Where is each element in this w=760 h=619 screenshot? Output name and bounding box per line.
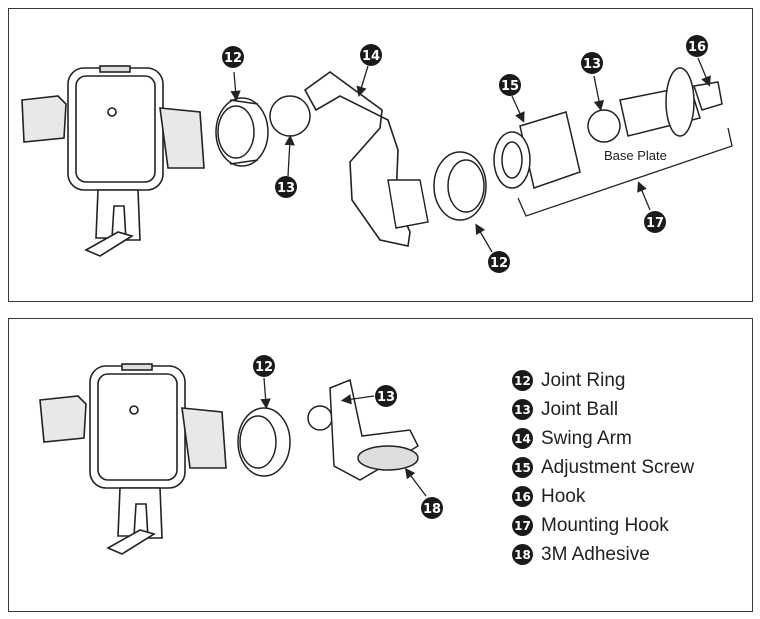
- legend-label: 3M Adhesive: [541, 543, 650, 565]
- svg-text:13: 13: [377, 390, 395, 405]
- legend-label: Swing Arm: [541, 427, 632, 449]
- legend-number: 16: [512, 486, 533, 507]
- svg-text:12: 12: [255, 360, 273, 375]
- legend-item: 13 Joint Ball: [512, 395, 694, 424]
- callout-13-bottom: 13: [375, 385, 397, 407]
- callout-12-top: 12: [222, 46, 244, 68]
- svg-text:12: 12: [490, 256, 508, 271]
- arrow-15: [511, 95, 525, 123]
- legend-item: 17 Mounting Hook: [512, 511, 694, 540]
- joint-ball-top-right: [587, 109, 621, 143]
- svg-text:14: 14: [362, 49, 380, 64]
- swing-arm-thread: [387, 179, 429, 229]
- callout-13-top: 13: [275, 176, 297, 198]
- callout-15: 15: [499, 74, 521, 96]
- legend-number: 15: [512, 457, 533, 478]
- callout-17: 17: [644, 211, 666, 233]
- legend-item: 16 Hook: [512, 482, 694, 511]
- phone-holder-top: [21, 65, 205, 257]
- legend-label: Mounting Hook: [541, 514, 669, 536]
- legend-label: Adjustment Screw: [541, 456, 695, 478]
- legend-number: 13: [512, 399, 533, 420]
- callout-12-bottom: 12: [253, 355, 275, 377]
- swing-arm: [303, 71, 411, 247]
- joint-ball-bottom: [307, 405, 333, 431]
- arrow-12b: [475, 223, 493, 253]
- legend-label: Joint Ring: [541, 369, 626, 391]
- svg-text:13: 13: [583, 57, 601, 72]
- legend-number: 18: [512, 544, 533, 565]
- adjustment-screw: [493, 111, 581, 189]
- legend-number: 12: [512, 370, 533, 391]
- base-plate-hook: [619, 67, 723, 137]
- arrow-14: [356, 65, 369, 97]
- arrow-17: [637, 181, 651, 211]
- legend-item: 18 3M Adhesive: [512, 540, 694, 569]
- parts-legend: 12 Joint Ring 13 Joint Ball 14 Swing Arm 15…: [512, 366, 694, 569]
- svg-text:18: 18: [423, 502, 441, 517]
- callout-16: 16: [686, 35, 708, 57]
- callout-12-mid: 12: [488, 251, 510, 273]
- arrow-12c: [260, 377, 271, 410]
- phone-holder-bottom: [39, 363, 227, 555]
- svg-text:16: 16: [688, 40, 706, 55]
- svg-text:17: 17: [646, 216, 664, 231]
- callout-14: 14: [360, 44, 382, 66]
- joint-ring-middle: [433, 151, 487, 221]
- legend-label: Hook: [541, 485, 586, 507]
- svg-text:12: 12: [224, 51, 242, 66]
- legend-item: 14 Swing Arm: [512, 424, 694, 453]
- adhesive-mount: [329, 378, 419, 481]
- base-plate-label: Base Plate: [604, 148, 667, 163]
- joint-ball-top-left: [269, 95, 311, 137]
- callout-13-right: 13: [581, 52, 603, 74]
- arrow-12a: [230, 71, 241, 102]
- legend-number: 17: [512, 515, 533, 536]
- joint-ring-top-left: [215, 97, 269, 167]
- arrow-13c: [340, 394, 375, 405]
- legend-item: 12 Joint Ring: [512, 366, 694, 395]
- svg-text:15: 15: [501, 79, 519, 94]
- legend-number: 14: [512, 428, 533, 449]
- joint-ring-bottom: [237, 407, 291, 477]
- arrow-16: [697, 57, 711, 87]
- legend-label: Joint Ball: [541, 398, 619, 420]
- arrow-13a: [284, 134, 295, 177]
- callout-18: 18: [421, 497, 443, 519]
- mounting-hook-bracket: [517, 127, 733, 217]
- arrow-18: [404, 467, 427, 497]
- svg-text:13: 13: [277, 181, 295, 196]
- legend-item: 15 Adjustment Screw: [512, 453, 694, 482]
- arrow-13b: [593, 75, 605, 112]
